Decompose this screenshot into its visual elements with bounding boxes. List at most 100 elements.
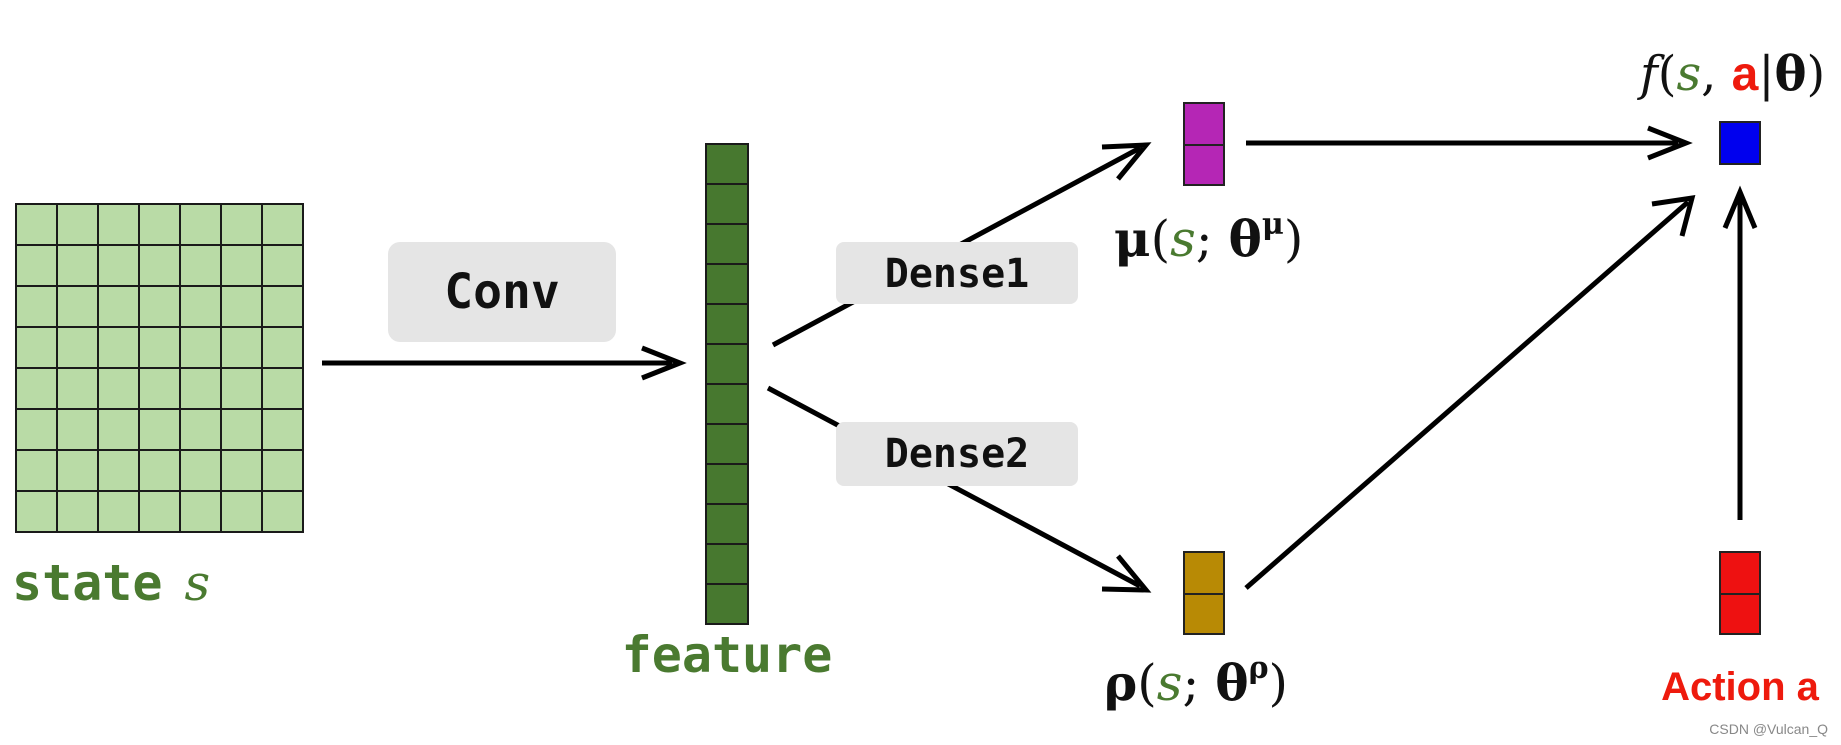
state-grid-cell (179, 285, 222, 328)
state-grid-cell (15, 326, 58, 369)
mu-theta: θ (1229, 209, 1262, 268)
mu-open-paren: ( (1151, 210, 1171, 268)
state-grid-cell (261, 244, 304, 287)
state-grid-cell (97, 449, 140, 492)
feature-vector (705, 143, 749, 625)
f-close-paren: ) (1807, 46, 1826, 102)
rho-theta: θ (1215, 653, 1248, 712)
state-grid-cell (15, 285, 58, 328)
action-label: Action a (1661, 665, 1820, 709)
rho-symbol: ρ (1104, 653, 1137, 712)
dense2-label: Dense2 (885, 431, 1030, 477)
state-grid-cell (56, 490, 99, 533)
arrow-state-to-feature (322, 345, 687, 381)
state-grid-cell (138, 203, 181, 246)
rho-sep: ; (1182, 654, 1215, 712)
arrow-mu-to-f (1246, 125, 1693, 161)
mu-label: μ(s; θμ) (1114, 207, 1303, 268)
state-grid-cell (220, 326, 263, 369)
feature-cell (705, 383, 749, 425)
state-grid-cell (261, 490, 304, 533)
state-grid-cell (138, 408, 181, 451)
mu-sep: ; (1196, 210, 1229, 268)
state-grid-cell (15, 367, 58, 410)
f-open-paren: ( (1658, 46, 1677, 102)
state-symbol: s (185, 554, 211, 612)
f-s: s (1677, 46, 1702, 102)
f-label: f(s, a|θ) (1637, 46, 1825, 102)
state-grid-cell (179, 203, 222, 246)
feature-cell (705, 183, 749, 225)
arrow-action-to-f (1722, 185, 1758, 520)
mu-close-paren: ) (1284, 210, 1304, 268)
state-grid-cell (138, 244, 181, 287)
state-grid-cell (56, 285, 99, 328)
feature-cell (705, 543, 749, 585)
state-grid-cell (220, 285, 263, 328)
state-grid-cell (220, 244, 263, 287)
dense1-label: Dense1 (885, 251, 1030, 297)
state-grid-cell (15, 244, 58, 287)
state-grid-cell (97, 326, 140, 369)
feature-cell (705, 223, 749, 265)
feature-cell (705, 503, 749, 545)
rho-s: s (1157, 654, 1183, 712)
f-output-box (1719, 121, 1761, 165)
conv-label: Conv (444, 264, 560, 320)
feature-cell (705, 343, 749, 385)
state-grid-cell (179, 326, 222, 369)
state-grid-cell (179, 490, 222, 533)
feature-label: feature (622, 626, 833, 684)
state-grid-cell (56, 449, 99, 492)
state-grid-cell (56, 367, 99, 410)
f-comma: , (1701, 46, 1732, 102)
action-vector (1719, 551, 1761, 635)
state-grid-cell (15, 408, 58, 451)
state-grid-cell (97, 408, 140, 451)
feature-cell (705, 263, 749, 305)
state-grid-cell (261, 367, 304, 410)
state-grid-cell (220, 490, 263, 533)
arrow-rho-to-f (1244, 194, 1696, 590)
state-grid-cell (220, 449, 263, 492)
dense2-label-box: Dense2 (836, 422, 1078, 486)
state-grid-cell (97, 285, 140, 328)
rho-label: ρ(s; θρ) (1104, 651, 1288, 712)
state-grid-cell (138, 367, 181, 410)
feature-cell (705, 303, 749, 345)
mu-symbol: μ (1114, 209, 1151, 268)
state-grid-cell (220, 367, 263, 410)
rho-vector (1183, 551, 1225, 635)
state-grid-cell (261, 449, 304, 492)
feature-cell (705, 423, 749, 465)
state-grid (15, 203, 304, 533)
state-grid-cell (97, 203, 140, 246)
state-grid-cell (97, 367, 140, 410)
state-grid-cell (179, 367, 222, 410)
state-grid-cell (261, 285, 304, 328)
state-grid-cell (261, 408, 304, 451)
mu-s: s (1170, 210, 1196, 268)
state-grid-cell (56, 326, 99, 369)
rho-open-paren: ( (1137, 654, 1157, 712)
state-grid-cell (220, 408, 263, 451)
state-grid-cell (138, 326, 181, 369)
state-grid-cell (97, 244, 140, 287)
state-grid-cell (261, 203, 304, 246)
state-grid-cell (15, 490, 58, 533)
mu-vector (1183, 102, 1225, 186)
state-grid-cell (179, 244, 222, 287)
state-grid-cell (56, 244, 99, 287)
feature-cell (705, 143, 749, 185)
dense1-label-box: Dense1 (836, 242, 1078, 304)
state-grid-cell (261, 326, 304, 369)
state-label-text: state (12, 554, 163, 612)
mu-sup: μ (1262, 207, 1284, 242)
feature-cell (705, 583, 749, 625)
rho-close-paren: ) (1269, 654, 1289, 712)
f-theta: θ (1775, 46, 1807, 102)
state-grid-cell (138, 449, 181, 492)
rho-sup: ρ (1249, 651, 1269, 686)
arrow-feature-to-rho (766, 385, 1152, 593)
